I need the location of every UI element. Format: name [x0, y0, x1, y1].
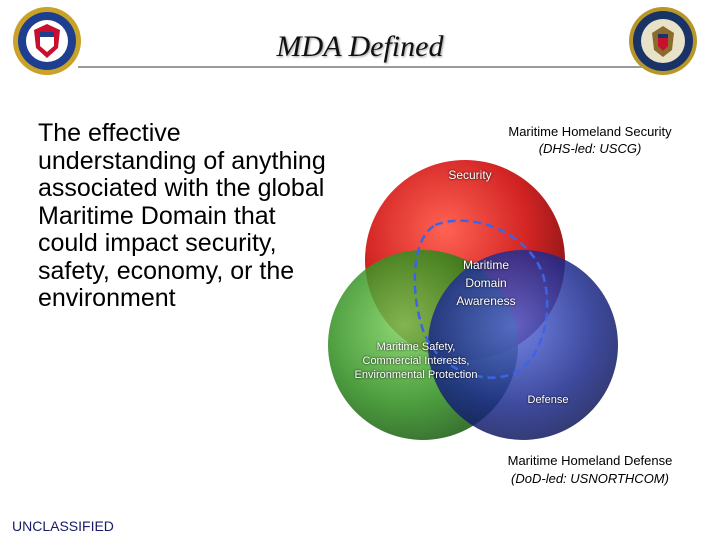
mda-label-line1: Maritime — [462, 258, 509, 272]
northcom-seal — [629, 7, 697, 75]
title-divider — [78, 66, 642, 68]
page-title: MDA Defined — [276, 30, 444, 63]
safety-label-line3: Environmental Protection — [354, 369, 478, 381]
homeland-security-lead: (DHS-led: USCG) — [538, 141, 642, 156]
mda-venn-diagram — [328, 160, 618, 440]
homeland-defense-label: Maritime Homeland Defense — [507, 453, 673, 468]
coast-guard-seal — [13, 7, 81, 75]
defense-label: Defense — [527, 394, 569, 406]
safety-label-line1: Maritime Safety, — [376, 341, 456, 353]
safety-label-line2: Commercial Interests, — [362, 355, 470, 367]
homeland-defense-lead: (DoD-led: USNORTHCOM) — [511, 471, 669, 486]
mda-label-line2: Domain — [465, 276, 507, 290]
mda-outline — [413, 219, 549, 379]
homeland-security-label: Maritime Homeland Security — [508, 124, 672, 139]
defense-circle — [428, 250, 618, 440]
classification-footer: UNCLASSIFIED — [12, 518, 114, 534]
mda-definition: The effective understanding of anything … — [38, 119, 326, 312]
mda-label-line3: Awareness — [456, 294, 516, 308]
security-label: Security — [448, 168, 492, 182]
